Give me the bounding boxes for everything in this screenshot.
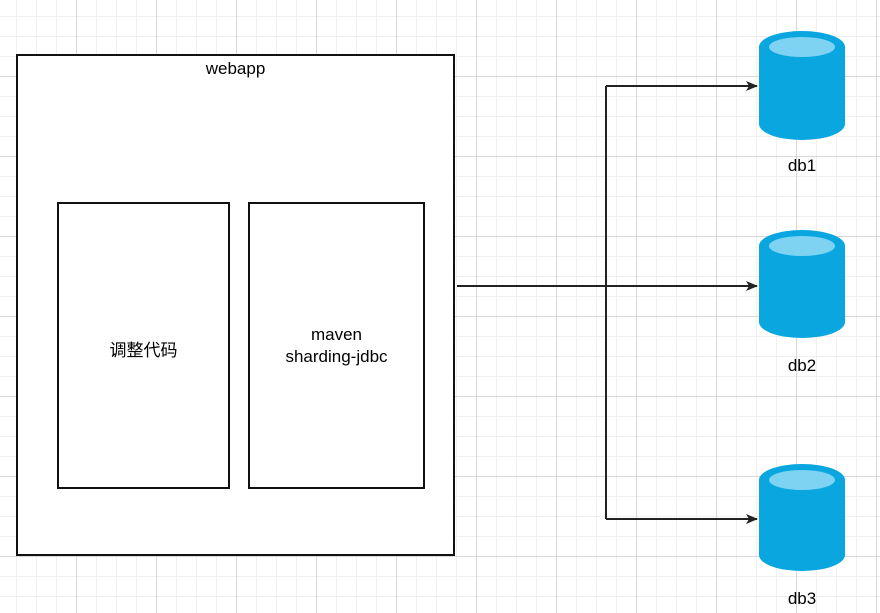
webapp-title: webapp [205, 59, 266, 78]
maven-label: maven [310, 325, 363, 344]
sharding-jdbc-label: maven sharding-jdbc [248, 324, 425, 368]
db2-icon[interactable] [759, 230, 845, 338]
db2-label: db2 [787, 356, 817, 375]
db3-label: db3 [787, 589, 817, 608]
db1-label: db1 [787, 156, 817, 175]
db3-icon[interactable] [759, 464, 845, 571]
sharding-jdbc-module[interactable] [248, 202, 425, 489]
db1-icon[interactable] [759, 31, 845, 140]
code-adjust-module[interactable] [57, 202, 230, 489]
code-adjust-label: 调整代码 [109, 341, 178, 361]
sharding-jdbc-text: sharding-jdbc [285, 347, 388, 366]
